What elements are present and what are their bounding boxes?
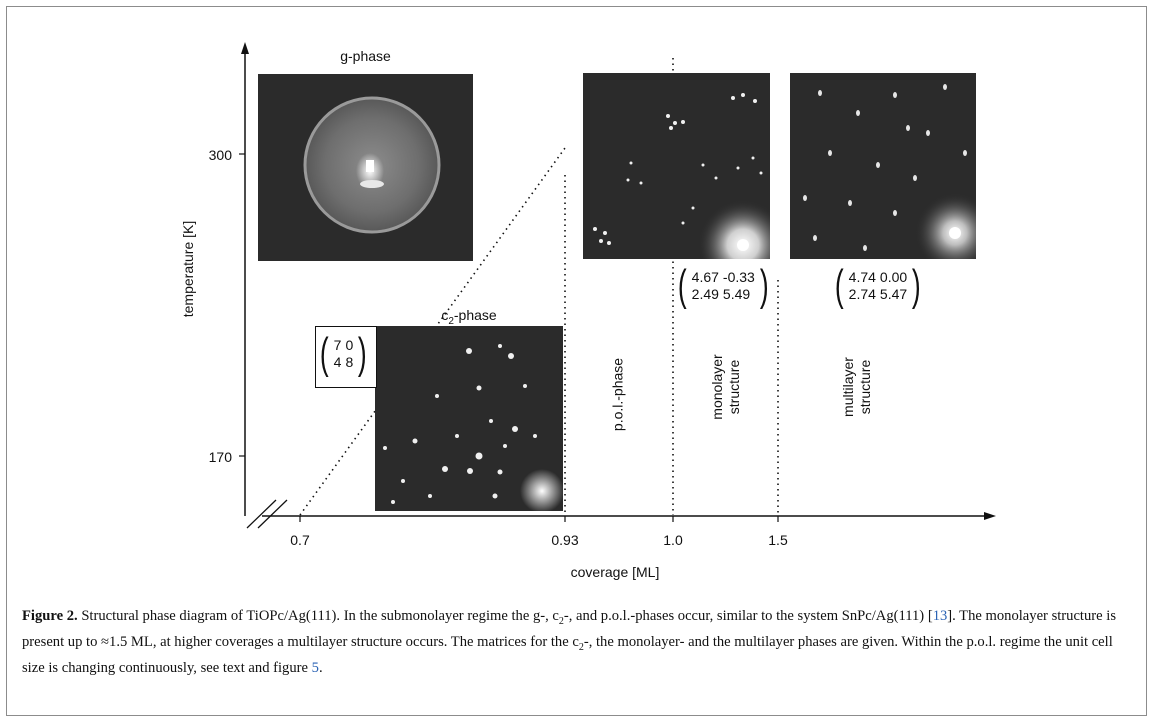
g-phase-label: g-phase [340,48,391,64]
c2-phase-label: c2-phase [441,307,497,327]
axis-break-mark [257,499,288,529]
phase-diagram-axes: 300 170 0.7 0.93 1.0 1.5 coverage [ML] t… [180,42,996,580]
y-axis-arrow [241,42,249,54]
g-phase-pattern [303,96,441,234]
multilayer-pattern [803,84,976,259]
monolayer-leed-image [583,73,770,259]
x-tick-label-1.0: 1.0 [663,532,683,548]
multilayer-leed-image [790,73,976,259]
reference-link-13[interactable]: 13 [932,608,948,624]
figure-label: Figure 2. [22,608,78,624]
y-tick-label-170: 170 [209,449,233,465]
x-axis-label: coverage [ML] [571,564,660,580]
x-tick-label-0.93: 0.93 [551,532,578,548]
c2-phase-pattern [383,344,563,511]
figure-caption: Figure 2. Structural phase diagram of Ti… [22,608,1117,676]
x-axis-arrow [984,512,996,520]
phase-diagram: 300 170 0.7 0.93 1.0 1.5 coverage [ML] t… [180,42,996,580]
c2-matrix-box [315,326,377,388]
figure-link-5[interactable]: 5 [311,659,319,676]
g-phase-leed-image [258,74,473,261]
y-tick-label-300: 300 [209,147,233,163]
y-axis-label: temperature [K] [180,221,196,318]
axis-break-mark [246,499,277,529]
c2-phase-leed-image [375,326,563,511]
x-tick-label-1.5: 1.5 [768,532,788,548]
monolayer-pattern [593,93,770,259]
x-tick-label-0.7: 0.7 [290,532,310,548]
pol-phase-label: p.o.l.-phase [609,357,626,432]
figure-frame [6,6,1147,716]
